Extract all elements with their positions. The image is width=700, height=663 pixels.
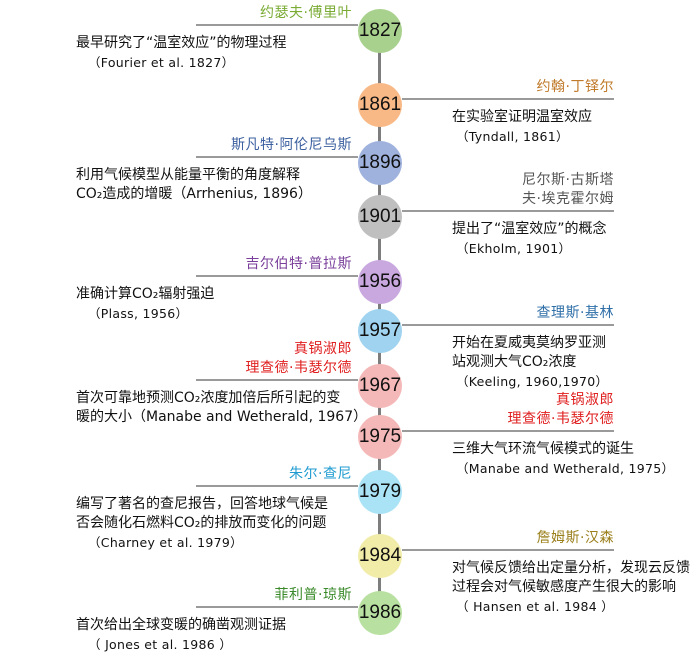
contribution-text: 开始在夏威夷莫纳罗亚测 <box>452 335 606 351</box>
year-circle-1975: 1975 <box>358 415 402 459</box>
scientist-name: 夫·埃克霍尔姆 <box>522 191 614 207</box>
connector-line-1896 <box>196 156 358 158</box>
citation-text: （Keeling, 1960,1970） <box>456 374 609 389</box>
year-circle-1827: 1827 <box>358 9 402 53</box>
year-circle-1967: 1967 <box>358 364 402 408</box>
contribution-text: 否会随化石燃料CO₂的排放而变化的问题 <box>76 515 327 531</box>
contribution-text: 站观测大气CO₂浓度 <box>452 354 577 370</box>
citation-text: （Tyndall, 1861） <box>456 129 569 144</box>
citation-text: （Charney et al. 1979） <box>88 535 243 550</box>
scientist-name: 查理斯·基林 <box>536 305 614 321</box>
connector-line-1901 <box>402 210 614 212</box>
scientist-name: 约翰·丁铎尔 <box>536 79 614 95</box>
contribution-text: 暖的大小（Manabe and Wetherald, 1967） <box>76 409 368 425</box>
year-circle-1986: 1986 <box>358 591 402 635</box>
connector-line-1986 <box>196 606 358 608</box>
contribution-text: CO₂造成的增暖（Arrhenius, 1896） <box>76 186 312 202</box>
contribution-text: 三维大气环流气候模式的诞生 <box>452 441 634 457</box>
contribution-text: 提出了“温室效应”的概念 <box>452 221 607 237</box>
contribution-text: 过程会对气候敏感度产生很大的影响 <box>452 579 676 595</box>
contribution-text: 利用气候模型从能量平衡的角度解释 <box>76 167 300 183</box>
contribution-text: 准确计算CO₂辐射强迫 <box>76 286 215 302</box>
scientist-name: 理查德·韦瑟尔德 <box>245 360 352 376</box>
citation-text: （Ekholm, 1901） <box>456 241 572 256</box>
connector-line-1861 <box>402 98 614 100</box>
citation-text: （Plass, 1956） <box>88 306 189 321</box>
citation-text: （ Hansen et al. 1984 ） <box>456 599 615 614</box>
contribution-text: 在实验室证明温室效应 <box>452 109 592 125</box>
connector-line-1975 <box>402 430 614 432</box>
citation-text: （ Jones et al. 1986 ） <box>88 637 233 652</box>
year-circle-1896: 1896 <box>358 141 402 185</box>
connector-line-1957 <box>402 324 614 326</box>
scientist-name: 斯凡特·阿伦尼乌斯 <box>231 137 352 153</box>
contribution-text: 首次可靠地预测CO₂浓度加倍后所引起的变 <box>76 390 341 406</box>
contribution-text: 首次给出全球变暖的确凿观测证据 <box>76 617 286 633</box>
contribution-text: 对气候反馈给出定量分析，发现云反馈 <box>452 560 690 576</box>
scientist-name: 尼尔斯·古斯塔 <box>522 172 614 188</box>
connector-line-1956 <box>196 275 358 277</box>
citation-text: （Manabe and Wetherald, 1975） <box>456 461 675 476</box>
scientist-name: 詹姆斯·汉森 <box>536 530 614 546</box>
year-circle-1957: 1957 <box>358 309 402 353</box>
year-circle-1901: 1901 <box>358 195 402 239</box>
scientist-name: 约瑟夫·傅里叶 <box>260 5 352 21</box>
citation-text: （Fourier et al. 1827） <box>88 55 235 70</box>
year-circle-1979: 1979 <box>358 470 402 514</box>
connector-line-1827 <box>196 24 358 26</box>
connector-line-1979 <box>196 485 358 487</box>
contribution-text: 最早研究了“温室效应”的物理过程 <box>76 35 287 51</box>
contribution-text: 编写了著名的查尼报告，回答地球气候是 <box>76 496 328 512</box>
scientist-name: 菲利普·琼斯 <box>274 587 352 603</box>
scientist-name: 真锅淑郎 <box>556 392 614 408</box>
scientist-name: 朱尔·查尼 <box>289 466 352 482</box>
scientist-name: 吉尔伯特·普拉斯 <box>245 256 352 272</box>
year-circle-1861: 1861 <box>358 83 402 127</box>
year-circle-1984: 1984 <box>358 534 402 578</box>
year-circle-1956: 1956 <box>358 260 402 304</box>
scientist-name: 真锅淑郎 <box>294 341 352 357</box>
connector-line-1984 <box>402 549 614 551</box>
connector-line-1967 <box>196 379 358 381</box>
scientist-name: 理查德·韦瑟尔德 <box>507 411 614 427</box>
